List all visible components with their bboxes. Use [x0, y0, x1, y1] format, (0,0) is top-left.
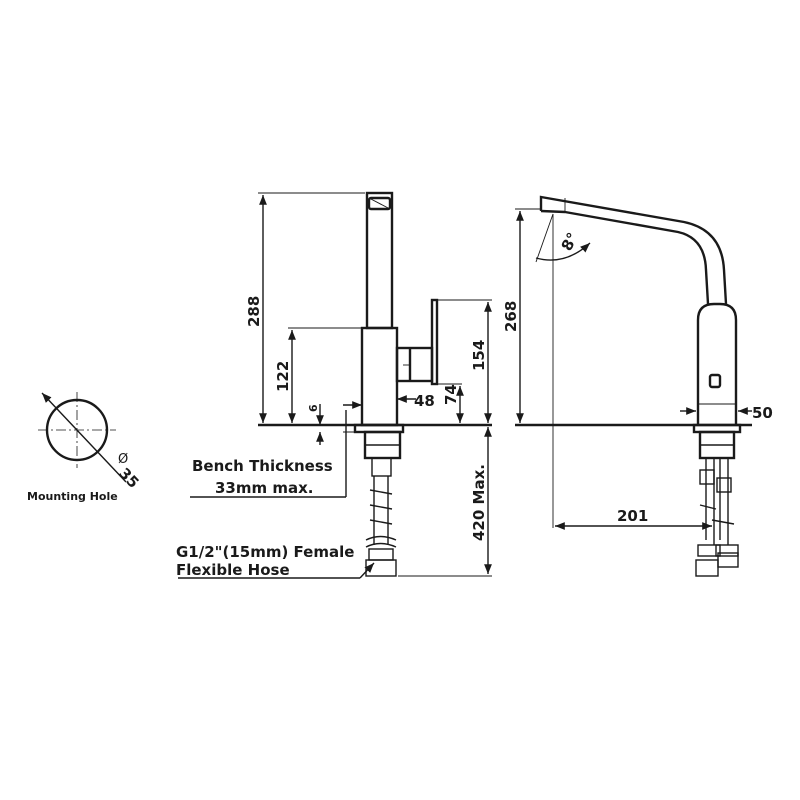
- mounting-hole-view: Ø 35 Mounting Hole: [27, 392, 143, 503]
- dim-overall-height: 288: [245, 296, 263, 327]
- front-view: 288 122 6 48 74 154 420 Max. Bench Thick…: [176, 191, 492, 579]
- front-lever: [430, 298, 439, 386]
- note-bench-thickness-line1: Bench Thickness: [192, 457, 333, 475]
- mounting-hole-caption: Mounting Hole: [27, 490, 118, 503]
- dim-spout-reach: 201: [617, 507, 648, 525]
- note-hose-line1: G1/2"(15mm) Female: [176, 543, 354, 561]
- dim-bench-gap: 6: [307, 404, 320, 412]
- front-spout-column: [365, 191, 394, 330]
- dim-handle-offset: 48: [414, 392, 435, 410]
- side-view: 268 8° 50 201: [502, 195, 773, 577]
- mounting-hole-diameter-label: 35: [115, 464, 142, 492]
- dim-below-bench: 420 Max.: [470, 464, 488, 541]
- note-hose-line2: Flexible Hose: [176, 561, 290, 579]
- dim-handle-height: 74: [442, 384, 460, 405]
- dim-spout-height: 268: [502, 301, 520, 332]
- dim-lever-height: 154: [470, 340, 488, 371]
- front-body: [360, 326, 399, 427]
- side-body: [696, 302, 738, 425]
- dim-body-width: 50: [752, 404, 773, 422]
- side-spout: [539, 195, 728, 305]
- dim-spout-angle: 8°: [558, 230, 582, 254]
- mounting-hole-diameter-line: [41, 392, 127, 483]
- dim-body-height: 122: [274, 361, 292, 392]
- mounting-hole-diameter-symbol: Ø: [118, 452, 128, 467]
- note-bench-thickness-line2: 33mm max.: [215, 479, 313, 497]
